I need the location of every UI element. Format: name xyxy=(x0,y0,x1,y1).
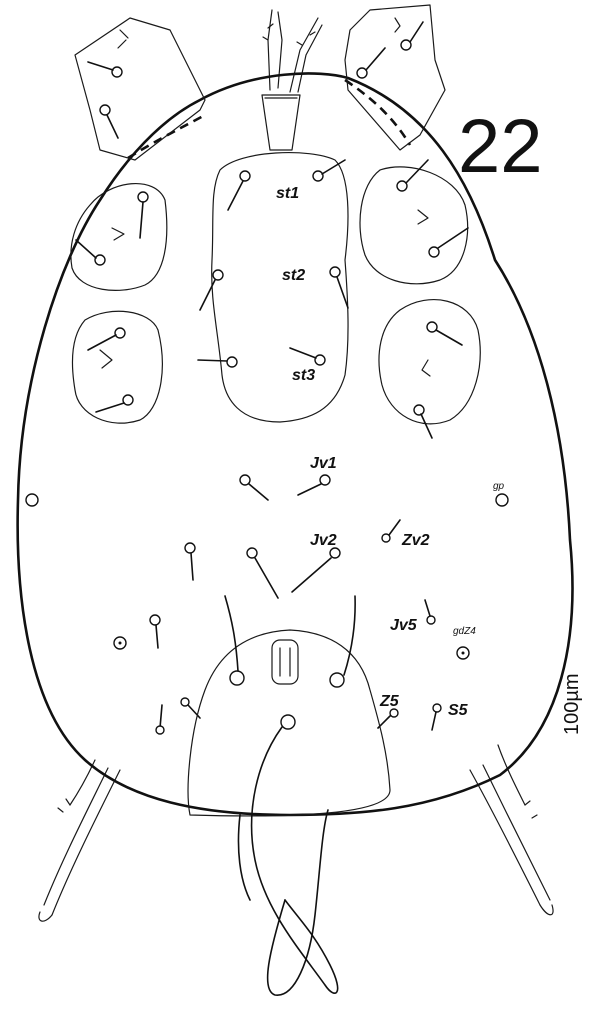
label-s5: S5 xyxy=(448,702,469,719)
label-st3: st3 xyxy=(292,367,315,384)
label-jv5: Jv5 xyxy=(390,617,418,634)
figure-number: 22 xyxy=(458,104,543,189)
label-gdz4: gdZ4 xyxy=(453,626,476,637)
scale-bar: 100µm xyxy=(561,673,583,735)
label-jv1: Jv1 xyxy=(310,455,337,472)
coxal-boundary-right xyxy=(344,78,412,146)
label-gp: gp xyxy=(493,481,505,492)
label-st2: st2 xyxy=(282,267,305,284)
scale-label: 100µm xyxy=(561,673,583,735)
coxa-4-right xyxy=(378,299,481,439)
gnathosoma-setae xyxy=(262,9,323,93)
coxa-2-right xyxy=(359,159,469,285)
tritosternum xyxy=(261,94,301,151)
body-outline xyxy=(16,72,574,817)
coxa-1-left xyxy=(74,17,206,161)
sternal-shield xyxy=(197,151,349,423)
anal-shield xyxy=(187,595,391,817)
coxal-boundary-left xyxy=(127,113,206,160)
coxa-1-right xyxy=(344,4,446,151)
label-jv2: Jv2 xyxy=(310,532,337,549)
label-z5: Z5 xyxy=(379,693,400,710)
pores xyxy=(25,493,509,660)
caudal-setae xyxy=(237,714,339,996)
label-st1: st1 xyxy=(276,185,299,202)
coxa-2-left xyxy=(70,182,168,291)
opisthogastric-setae xyxy=(149,474,442,735)
label-zv2: Zv2 xyxy=(401,532,430,549)
coxa-3-left xyxy=(71,310,163,424)
posterior-legs xyxy=(38,744,554,922)
